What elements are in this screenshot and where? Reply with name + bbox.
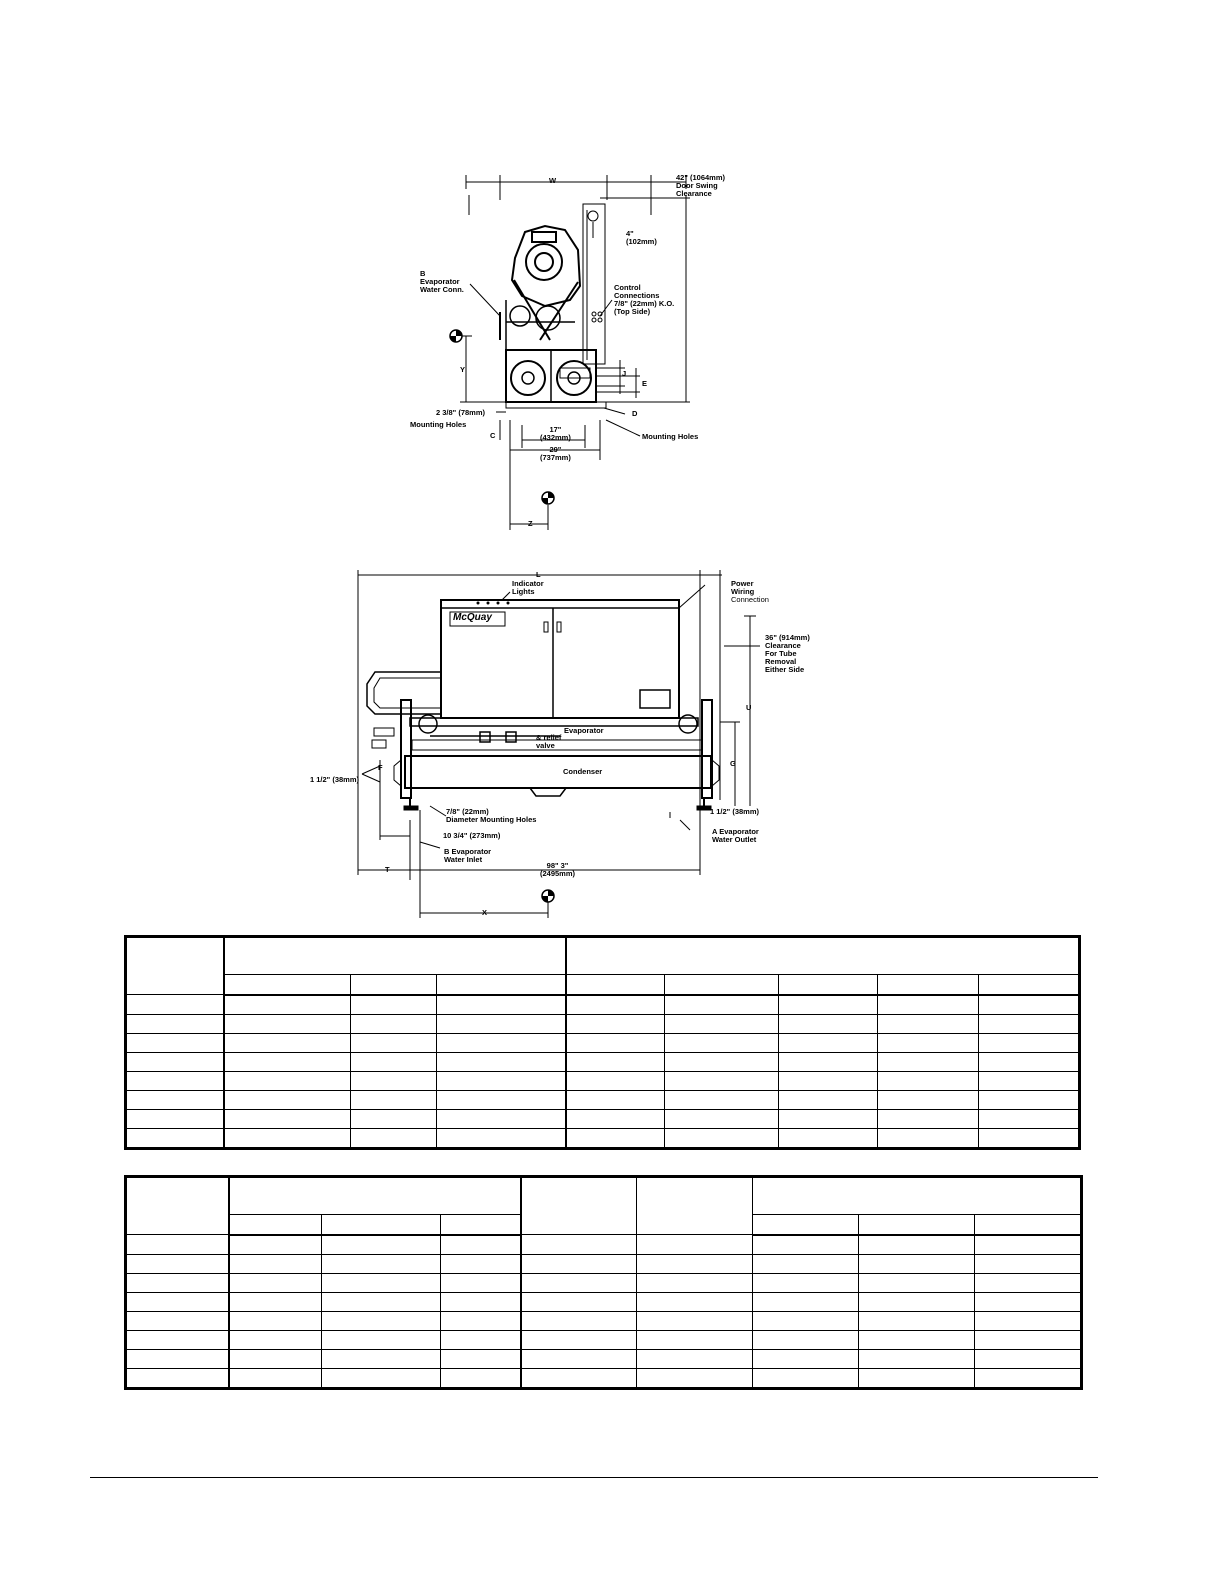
table-row	[125, 1051, 1080, 1072]
dim-d: D	[632, 409, 638, 418]
top-dim-label: 4" (102mm)	[626, 229, 657, 246]
table-row	[125, 1348, 1082, 1369]
table-row	[125, 1089, 1080, 1110]
indicator-lights-label: Indicator Lights	[512, 579, 544, 596]
brand-logo: McQuay	[453, 612, 492, 623]
table-row	[125, 1367, 1082, 1389]
table-row	[125, 1272, 1082, 1293]
side-view-linework	[357, 570, 760, 918]
control-connections-label: Control Connections 7/8" (22mm) K.O. (To…	[614, 283, 675, 316]
table-row	[125, 1329, 1082, 1350]
evaporator-water-outlet-label: A Evaporator Water Outlet	[712, 827, 759, 844]
outer-width-label: 29" (737mm)	[540, 445, 571, 462]
dim-t: T	[385, 865, 390, 874]
dimensions-table-1	[124, 935, 1081, 1150]
table-subheader-row	[126, 973, 1080, 996]
table-subheader-row	[126, 1213, 1082, 1236]
evaporator-water-inlet-label: B Evaporator Water Inlet	[444, 847, 492, 864]
dim-u: U	[746, 703, 752, 712]
power-wiring-label: Power Wiring Connection	[731, 579, 769, 604]
table-row	[125, 1253, 1082, 1274]
swing-clearance-label: 42" (1064mm) Door Swing Clearance	[676, 173, 725, 198]
dim-g: G	[730, 759, 736, 768]
center-of-gravity-icon	[449, 329, 463, 343]
table-row	[125, 1070, 1080, 1091]
center-of-gravity-icon	[541, 889, 555, 903]
table-row	[125, 1291, 1082, 1312]
overall-dim-label: 98" 3" (2495mm)	[540, 861, 576, 878]
table-row	[125, 1234, 1082, 1255]
mounting-holes-diameter-label: 7/8" (22mm) Diameter Mounting Holes	[446, 807, 537, 824]
footer-rule	[90, 1477, 1098, 1478]
dim-l: L	[536, 570, 541, 579]
evaporator-water-conn-label: B Evaporator Water Conn.	[420, 269, 464, 294]
mounting-holes-right-label: Mounting Holes	[642, 432, 699, 441]
dim-e: E	[642, 379, 648, 388]
table-row	[125, 1310, 1082, 1331]
evaporator-label: Evaporator	[564, 726, 604, 735]
dim-j: J	[622, 369, 627, 378]
dim-c: C	[490, 431, 496, 440]
service-clearance-label: 36" (914mm) Clearance For Tube Removal E…	[765, 633, 810, 674]
dim-w: W	[549, 176, 557, 185]
table-row	[125, 1032, 1080, 1053]
end-view-linework	[449, 175, 690, 530]
bottom-dim-label: 1 1/2" (38mm)	[710, 807, 759, 816]
table-header-row	[125, 936, 1080, 995]
table-row	[125, 994, 1080, 1015]
dim-y: Y	[460, 365, 466, 374]
table-row	[125, 1013, 1080, 1034]
relief-valve-label: & relief valve	[536, 733, 562, 750]
dim-z: Z	[528, 519, 533, 528]
side-dim-label: 2 3/8" (78mm)	[436, 408, 485, 417]
mcquay-logo-frame	[449, 611, 506, 627]
condenser-label: Condenser	[563, 767, 603, 776]
center-of-gravity-icon	[541, 491, 555, 505]
table-header-row	[125, 1176, 1082, 1235]
table-row	[125, 1127, 1080, 1149]
indicator-lights-icon	[476, 601, 510, 605]
mounting-holes-left-label: Mounting Holes	[410, 420, 467, 429]
table-row	[125, 1108, 1080, 1129]
dim-f: F	[378, 763, 383, 772]
inner-width-label: 17" (432mm)	[540, 425, 571, 442]
holes-dim-label: 10 3/4" (273mm)	[443, 831, 501, 840]
dim-x: X	[482, 908, 488, 917]
dimensions-table-2	[124, 1175, 1083, 1390]
inlet-dim-label: 1 1/2" (38mm)	[310, 775, 359, 784]
